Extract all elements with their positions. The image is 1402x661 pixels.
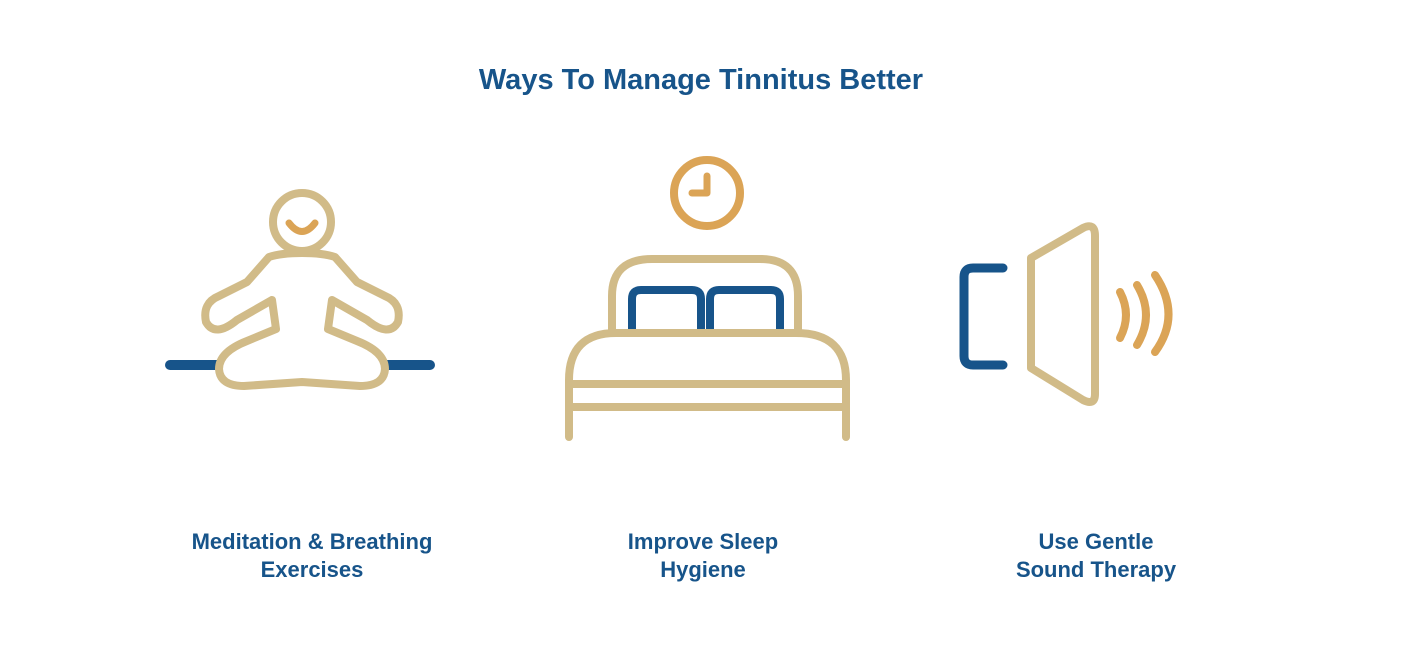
card-label-line: Improve Sleep [627,529,779,554]
card-label-line: Use Gentle [1038,529,1154,554]
card-label-line: Exercises [260,557,364,582]
card-label-sound-therapy: Use Gentle Sound Therapy [916,528,1276,584]
card-label-meditation: Meditation & Breathing Exercises [132,528,492,584]
meditation-person-icon [165,189,435,390]
page-title: Ways To Manage Tinnitus Better [478,64,924,96]
card-label-line: Hygiene [660,557,746,582]
card-label-line: Meditation & Breathing [191,529,433,554]
card-label-line: Sound Therapy [1015,557,1177,582]
bed-with-clock-icon [565,156,850,441]
card-label-sleep: Improve Sleep Hygiene [523,528,883,584]
speaker-sound-waves-icon [959,222,1173,406]
